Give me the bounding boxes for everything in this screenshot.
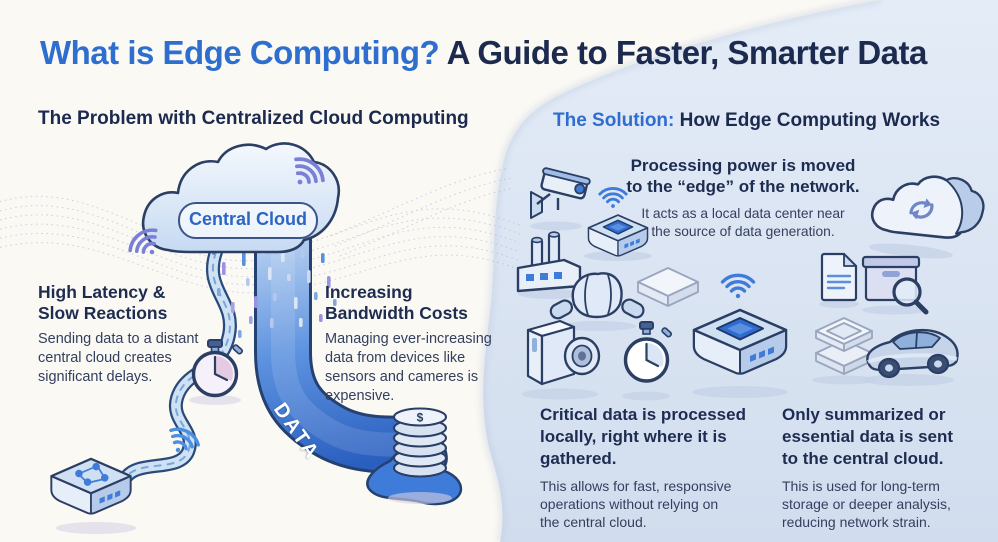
camera-icon	[522, 319, 601, 400]
latency-card-title: High Latency & Slow Reactions	[38, 282, 168, 324]
solution-point-2-title: Critical data is processed locally, righ…	[540, 405, 746, 468]
solution-point-2-body: This allows for fast, responsive operati…	[540, 478, 732, 531]
cloud-sync-icon	[869, 175, 985, 259]
latency-card-body: Sending data to a distant central cloud …	[38, 331, 199, 385]
edge-device-icon	[584, 187, 652, 261]
page-title-rest: A Guide to Faster, Smarter Data	[439, 34, 928, 71]
data-rain	[212, 245, 337, 338]
layer-stack-icon	[812, 317, 876, 385]
cctv-camera-icon	[530, 167, 591, 231]
white-box-icon	[637, 267, 699, 307]
solution-point-1-title: Processing power is moved to the “edge” …	[626, 156, 860, 196]
document-icon	[819, 252, 859, 308]
solution-section-heading: The Solution: How Edge Computing Works	[553, 110, 940, 132]
solution-point-3-body: This is used for long-term storage or de…	[782, 478, 951, 531]
data-pipe	[254, 234, 463, 506]
coin-stack-icon: $	[388, 407, 452, 504]
edge-device-icon	[50, 457, 136, 534]
page-title: What is Edge Computing? A Guide to Faste…	[40, 34, 927, 72]
archive-search-icon	[861, 255, 929, 315]
solution-heading-rest: How Edge Computing Works	[674, 110, 941, 131]
solution-heading-highlight: The Solution:	[553, 110, 675, 131]
stopwatch-icon	[622, 321, 673, 401]
bandwidth-card-title: Increasing Bandwidth Costs	[325, 282, 468, 324]
page-title-highlight: What is Edge Computing?	[40, 34, 440, 71]
edge-device-large-icon	[692, 273, 788, 398]
central-cloud-label: Central Cloud	[178, 202, 318, 239]
car-icon	[862, 328, 959, 386]
latency-stopwatch-icon	[189, 339, 244, 405]
problem-section-heading: The Problem with Centralized Cloud Compu…	[38, 108, 469, 129]
bandwidth-card-body: Managing ever-increasing data from devic…	[325, 331, 492, 404]
solution-point-1-body: It acts as a local data center near the …	[641, 206, 845, 239]
iot-sensor-icon	[549, 272, 645, 331]
solution-panel-background	[479, 0, 998, 542]
coin-dollar-symbol: $	[417, 411, 424, 425]
factory-icon	[516, 231, 582, 299]
solution-point-3-title: Only summarized or essential data is sen…	[782, 405, 954, 468]
